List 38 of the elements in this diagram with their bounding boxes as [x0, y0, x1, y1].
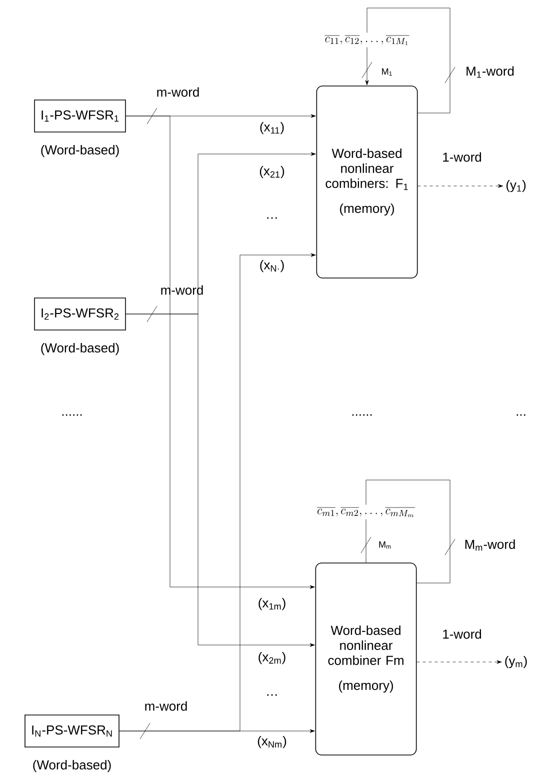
combiner-box: Word-based nonlinear combiners: F$_{1}$ (memory): [316, 86, 418, 278]
combiner-box: Word-based nonlinear combiner Fm (memory): [315, 562, 417, 756]
arrow: [418, 184, 503, 188]
edge-label: (x$_{1m}$): [256, 596, 288, 612]
arrow: [416, 660, 502, 664]
bus-label: m-word: [157, 87, 199, 97]
edge-label: M$_{m}$-word: [463, 538, 517, 552]
arrow: [119, 729, 315, 733]
arrow: [126, 116, 315, 589]
edge-label: M$_{m}$: [378, 540, 392, 550]
edge-label: 1-word: [441, 151, 483, 163]
caption-text: (Word-based): [33, 760, 111, 772]
edge-label: (x$_{11}$): [258, 120, 286, 136]
caption-text: (Word-based): [41, 144, 119, 158]
edge-label: (x$_{21}$): [258, 164, 286, 180]
register-box: I$_{1}$-PS-WFSR$_{1}$: [34, 100, 126, 132]
coefficient-text: $\overline{c_{11}},\overline{c_{12}},\ldots,\overline{c_{1M_1}}$: [324, 36, 410, 46]
edge-label: (x$_{N·}$): [258, 258, 286, 274]
bus-label: m-word: [145, 701, 187, 711]
edge-label: (x$_{Nm}$): [256, 734, 288, 750]
coefficient-text: $\overline{c_{m1}},\overline{c_{m2}},\ldots,\overline{c_{mM_m}}$: [317, 508, 415, 518]
arrow: [365, 47, 369, 86]
arrow: [126, 314, 315, 647]
ellipsis: …: [267, 217, 277, 219]
edge-label: (x$_{2m}$): [256, 650, 288, 666]
ellipsis: …: [267, 694, 277, 696]
caption-text: (Word-based): [41, 342, 119, 356]
ellipsis: ......: [352, 414, 372, 416]
ellipsis: ...: [516, 414, 526, 416]
output-text: (y$_{1}$): [506, 180, 526, 192]
ellipsis: ......: [62, 414, 82, 416]
edge-label: M$_{1}$-word: [464, 65, 516, 79]
register-box: I$_{N}$-PS-WFSR$_{N}$: [24, 714, 120, 748]
edge-label: M$_{1}$: [380, 67, 394, 77]
output-text: (y$_{m}$): [505, 656, 527, 668]
bus-label: m-word: [161, 285, 203, 295]
edge-label: 1-word: [441, 628, 483, 640]
register-box: I$_{2}$-PS-WFSR$_{2}$: [34, 298, 126, 330]
